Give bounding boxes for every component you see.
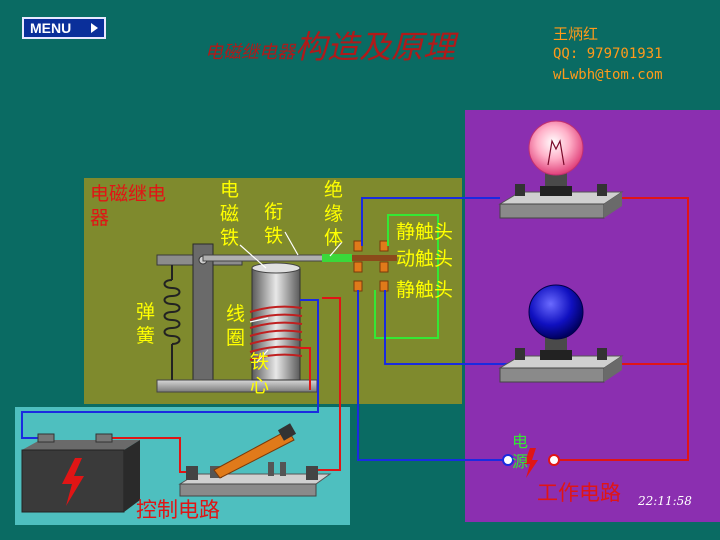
title-prefix: 电磁继电器 <box>205 42 295 63</box>
author-qq: QQ: 979701931 <box>553 46 663 62</box>
insulator-label: 绝 缘 体 <box>324 179 344 249</box>
relay-mechanism <box>156 240 397 393</box>
page-title: 电磁继电器构造及原理 <box>205 22 455 68</box>
menu-label: MENU <box>30 20 72 36</box>
unlit-bulb-icon <box>498 284 624 383</box>
power-source-label: 电 源 <box>512 432 529 471</box>
work-circuit-panel <box>465 110 720 522</box>
core-label: 铁 心 <box>250 351 270 397</box>
title-main: 构造及原理 <box>295 28 456 66</box>
armature-label: 衔 铁 <box>264 201 284 247</box>
lit-bulb-icon <box>498 120 624 219</box>
spring <box>163 265 181 380</box>
static-contact-top-label: 静触头 <box>396 221 454 243</box>
contact-wires-green <box>374 214 439 339</box>
label-leaders <box>239 231 343 363</box>
coil <box>249 305 303 361</box>
menu-button[interactable]: MENU <box>22 17 106 39</box>
author-name: 王炳红 <box>553 25 599 43</box>
play-arrow-icon <box>91 23 98 33</box>
work-circuit-label: 工作电路 <box>537 481 621 505</box>
battery-icon <box>21 433 140 513</box>
moving-contact-label: 动触头 <box>396 248 454 270</box>
switch-icon <box>178 423 332 497</box>
spring-label: 弹 簧 <box>136 301 156 347</box>
control-wire-blue <box>21 299 319 439</box>
coil-label: 线 圈 <box>226 303 246 349</box>
electromagnet-label: 电 磁 铁 <box>220 179 240 249</box>
static-contact-bottom-label: 静触头 <box>396 279 454 301</box>
control-circuit-label: 控制电路 <box>136 498 220 522</box>
armature-bar <box>202 254 324 262</box>
clock: 22:11:58 <box>638 494 692 508</box>
power-source-terminals <box>502 448 560 478</box>
control-wire-red <box>108 297 341 473</box>
relay-label: 电磁继电 器 <box>90 183 167 229</box>
author-email: wLwbh@tom.com <box>553 67 663 83</box>
work-wire-blue <box>357 197 520 461</box>
